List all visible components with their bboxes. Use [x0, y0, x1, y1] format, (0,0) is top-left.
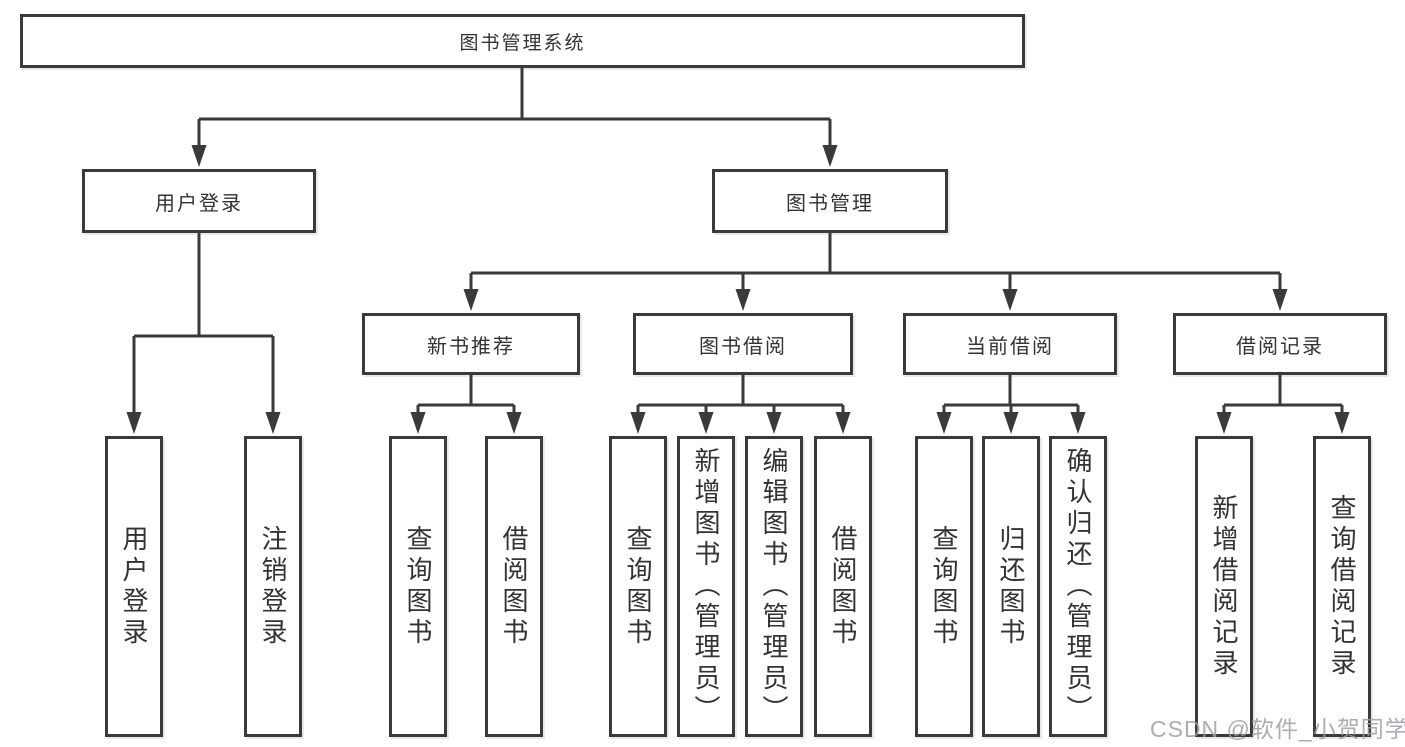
leaf-borrow-add-books-admin: 新增图书（管理员） — [677, 436, 735, 737]
node-label: 查询图书 — [929, 524, 959, 649]
node-label: 确认归还（管理员） — [1063, 447, 1093, 726]
node-label: 新书推荐 — [427, 335, 515, 358]
node-label: 用户登录 — [155, 192, 243, 215]
leaf-newbook-borrow-books: 借阅图书 — [485, 436, 543, 737]
node-label: 归还图书 — [996, 524, 1026, 649]
node-label: 编辑图书（管理员） — [759, 447, 789, 726]
leaf-records-add-record: 新增借阅记录 — [1195, 436, 1253, 737]
node-book-management: 图书管理 — [712, 169, 948, 233]
leaf-borrow-query-books: 查询图书 — [609, 436, 667, 737]
node-borrow-records: 借阅记录 — [1173, 313, 1387, 375]
leaf-newbook-query-books: 查询图书 — [389, 436, 447, 737]
node-label: 查询借阅记录 — [1327, 493, 1357, 680]
node-current-borrow: 当前借阅 — [903, 313, 1117, 375]
leaf-records-query-record: 查询借阅记录 — [1313, 436, 1371, 737]
node-label: 图书管理系统 — [459, 32, 586, 54]
node-label: 借阅图书 — [828, 524, 858, 649]
node-label: 注销登录 — [258, 524, 288, 649]
leaf-current-confirm-return-admin: 确认归还（管理员） — [1049, 436, 1107, 737]
leaf-borrow-edit-books-admin: 编辑图书（管理员） — [745, 436, 803, 737]
node-label: 借阅图书 — [499, 524, 529, 649]
node-label: 新增借阅记录 — [1209, 493, 1239, 680]
node-book-borrow: 图书借阅 — [633, 313, 853, 375]
node-label: 借阅记录 — [1236, 335, 1324, 358]
leaf-borrow-borrow-books: 借阅图书 — [814, 436, 872, 737]
node-label: 图书管理 — [786, 192, 874, 215]
node-library-management-system: 图书管理系统 — [20, 14, 1025, 68]
node-label: 新增图书（管理员） — [691, 447, 721, 726]
csdn-watermark: CSDN @软件_小贺同学 — [1150, 716, 1405, 742]
leaf-user-login: 用户登录 — [105, 436, 163, 737]
node-label: 用户登录 — [119, 524, 149, 649]
leaf-logout-login: 注销登录 — [244, 436, 302, 737]
node-label: 查询图书 — [403, 524, 433, 649]
node-label: 图书借阅 — [699, 335, 787, 358]
leaf-current-return-books: 归还图书 — [982, 436, 1040, 737]
node-label: 查询图书 — [623, 524, 653, 649]
leaf-current-query-books: 查询图书 — [915, 436, 973, 737]
node-user-login: 用户登录 — [82, 169, 316, 233]
node-label: 当前借阅 — [966, 335, 1054, 358]
node-new-book-recommend: 新书推荐 — [362, 313, 580, 375]
